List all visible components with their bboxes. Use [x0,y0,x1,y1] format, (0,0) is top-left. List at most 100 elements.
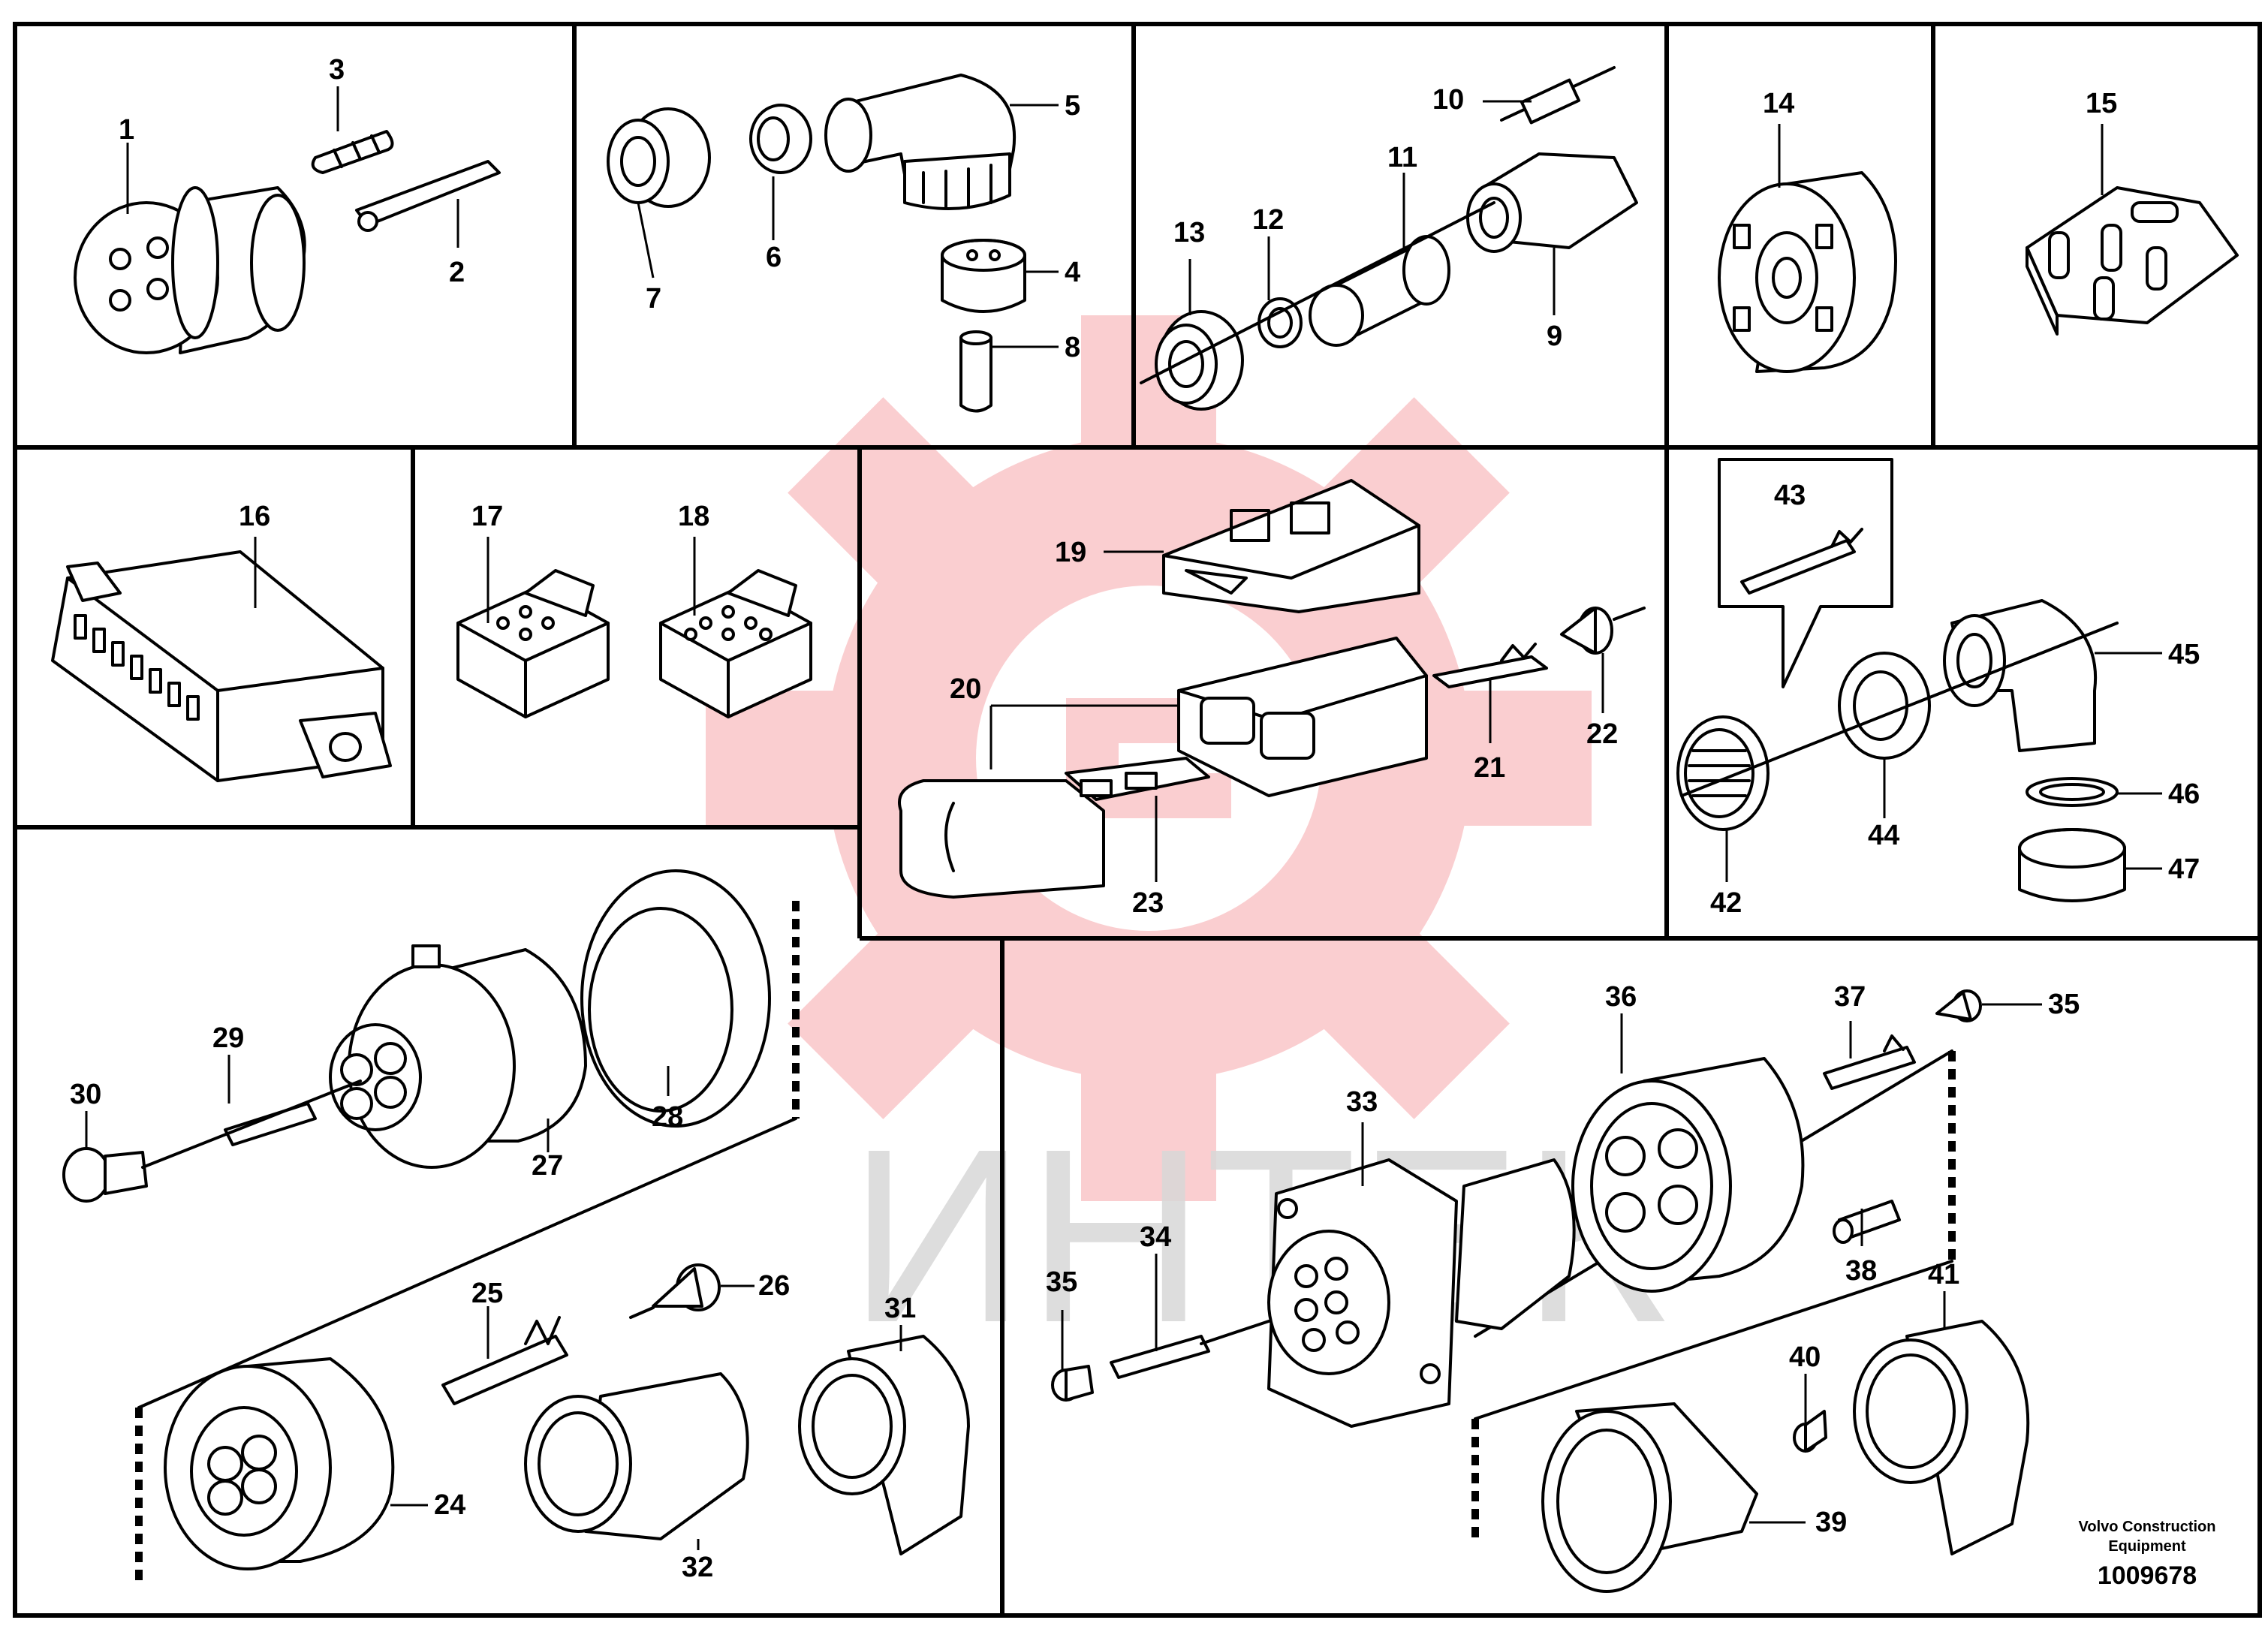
part-15-contact-carrier [2026,186,2239,336]
label-36: 36 [1605,981,1637,1013]
part-13-nut [1140,201,1495,411]
label-20: 20 [950,673,981,705]
label-47: 47 [2168,854,2200,885]
part-29-contact [224,1102,317,1146]
label-38: 38 [1845,1255,1877,1287]
part-30-seal [62,1079,362,1203]
part-19-secondary-lock [1162,479,1420,613]
part-20-connector-housing [1177,637,1428,797]
brand-line-2: Equipment [2108,1538,2186,1555]
part-47-nut [2018,828,2126,902]
part-8-contact-sleeve [959,330,992,413]
label-35-left: 35 [1046,1266,1077,1298]
part-3-seal-plug [311,130,394,174]
part-14-round-connector [1718,171,1897,373]
label-30: 30 [70,1079,101,1110]
part-44-adapter [1838,652,1931,760]
label-39: 39 [1815,1507,1847,1538]
part-24-plug-housing [164,1357,395,1570]
part-20-protective-cover [898,779,1105,899]
part-46-o-ring [2026,777,2119,807]
part-42-contact-insert [1676,715,1770,831]
label-42: 42 [1710,887,1742,919]
label-12: 12 [1252,204,1284,236]
label-19: 19 [1055,537,1086,568]
label-24: 24 [434,1489,465,1521]
label-43: 43 [1774,480,1806,511]
part-27-socket-housing [329,944,587,1169]
part-34-contact [1110,1320,1270,1379]
label-14: 14 [1763,88,1794,119]
label-1: 1 [119,114,134,146]
label-37: 37 [1834,981,1866,1013]
label-21: 21 [1474,752,1505,784]
part-2-contact-pin [355,160,501,232]
part-22-seal [1560,607,1646,655]
contact-cavities [74,614,200,721]
label-31: 31 [884,1293,916,1324]
label-27: 27 [532,1150,563,1182]
part-6-seal-ring [749,104,812,174]
label-7: 7 [646,283,661,315]
part-7-threaded-nut [607,107,711,208]
label-15: 15 [2086,88,2117,119]
hatch-lines-left [135,901,800,1584]
label-5: 5 [1065,90,1080,122]
part-9-angled-connector [1466,152,1638,253]
part-41-elbow-adapter [1853,1320,2030,1555]
part-10-resistor [1500,66,1616,125]
label-26: 26 [758,1270,790,1302]
label-33: 33 [1346,1086,1378,1118]
part-28-coupling-ring [580,869,771,1128]
label-16: 16 [239,501,270,532]
label-3: 3 [329,54,345,86]
part-38-pin [1833,1200,1901,1244]
part-11-cable-gland [1309,235,1450,347]
label-45: 45 [2168,639,2200,670]
label-35-right: 35 [2048,989,2080,1020]
drawing-number: 1009678 [2098,1561,2197,1590]
part-4-insert [941,239,1026,313]
label-11: 11 [1387,142,1417,173]
part-33-flange-socket [1267,1158,1576,1428]
label-40: 40 [1789,1341,1821,1373]
label-2: 2 [449,257,465,288]
part-25-contact [441,1316,568,1405]
part-26-seal [629,1263,721,1319]
label-6: 6 [766,242,782,273]
label-8: 8 [1065,332,1080,363]
brand-line-1: Volvo Construction [2079,1519,2216,1535]
part-5-angled-housing [824,74,1017,210]
label-18: 18 [678,501,709,532]
part-43-detail-inset [1718,458,1893,688]
label-13: 13 [1173,217,1205,248]
part-18-connector [659,569,812,718]
label-10: 10 [1432,84,1464,116]
label-23: 23 [1132,887,1164,919]
part-1-connector-housing [74,186,306,354]
label-9: 9 [1547,321,1562,352]
label-17: 17 [471,501,503,532]
part-17-connector [456,569,610,718]
part-31-elbow-adapter [798,1335,970,1555]
label-41: 41 [1928,1259,1959,1290]
part-35-seal-left [1051,1365,1094,1402]
part-32-straight-adapter [524,1372,749,1540]
part-36-coupling-nut [1571,1057,1805,1293]
label-34: 34 [1140,1221,1171,1253]
label-29: 29 [212,1022,244,1054]
part-35-seal-right [1935,989,1982,1022]
part-16-multi-pin-connector [51,550,392,782]
part-21-terminal [1432,643,1548,688]
part-40-seal [1793,1410,1827,1453]
part-37-contact [1823,1034,1916,1090]
label-44: 44 [1868,820,1899,851]
label-46: 46 [2168,778,2200,810]
part-45-elbow [1943,599,2098,752]
label-4: 4 [1065,257,1080,288]
label-32: 32 [682,1552,713,1583]
panel-grid [13,22,2262,1618]
label-28: 28 [652,1101,683,1133]
part-23-fuse-carrier [1065,757,1210,801]
